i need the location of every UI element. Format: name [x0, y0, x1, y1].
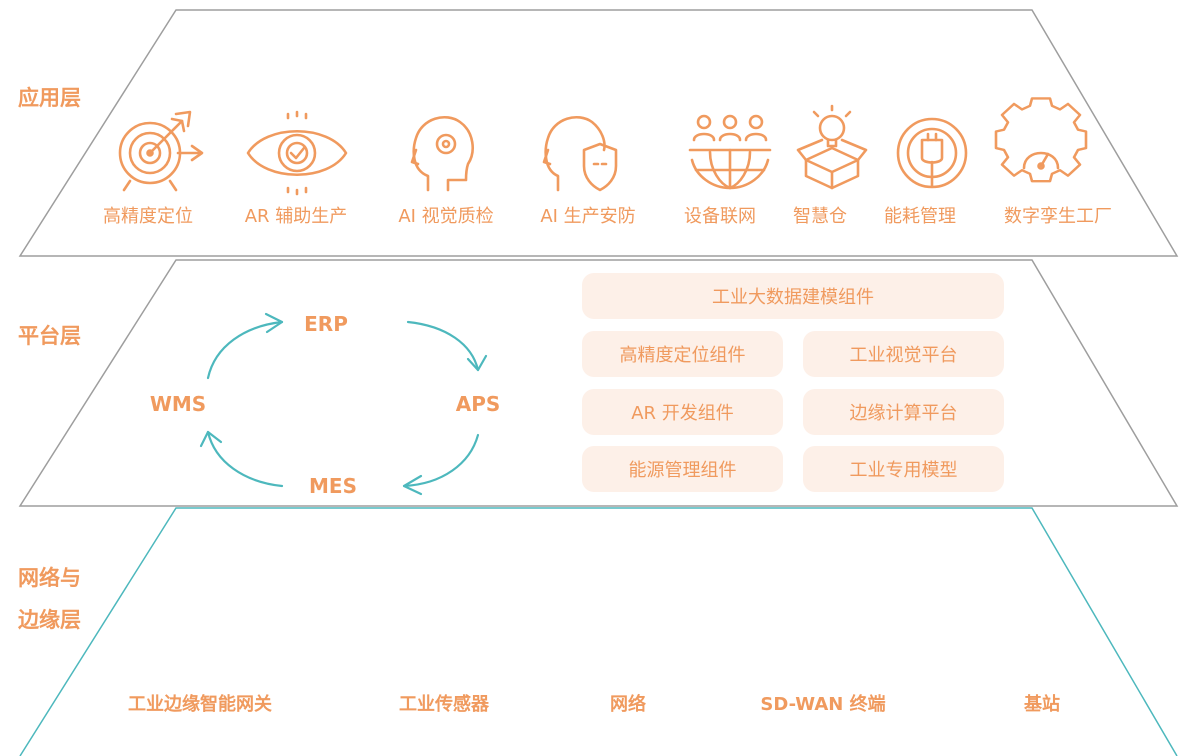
app-item-label: 能耗管理	[884, 206, 956, 227]
component-pill-wide: 工业大数据建模组件	[582, 273, 1004, 319]
component-pill: AR 开发组件	[582, 389, 783, 435]
component-pill: 工业专用模型	[803, 446, 1004, 492]
app-item-label: 设备联网	[684, 206, 756, 227]
network-item: 网络	[610, 694, 646, 715]
application-layer-label: 应用层	[18, 86, 81, 110]
network-layer-label-line1: 网络与	[18, 566, 81, 590]
application-layer-shape	[18, 9, 1179, 257]
app-item-label: 智慧仓	[793, 206, 847, 227]
box-idea-icon	[796, 104, 868, 190]
network-item: 基站	[1024, 694, 1060, 715]
gear-gauge-icon	[994, 97, 1088, 183]
eye-icon	[246, 110, 348, 196]
app-item-label: AR 辅助生产	[244, 206, 348, 227]
network-layer-label-line2: 边缘层	[18, 608, 81, 632]
app-item-label: AI 生产安防	[540, 206, 636, 227]
arrow-mes-to-wms	[199, 430, 284, 488]
component-pill: 高精度定位组件	[582, 331, 783, 377]
network-layer-shape	[19, 507, 1178, 756]
network-item: 工业边缘智能网关	[128, 694, 272, 715]
platform-layer-shape	[18, 259, 1179, 507]
network-item: SD-WAN 终端	[760, 694, 886, 715]
arrow-aps-to-mes	[402, 433, 480, 496]
cycle-node-aps: APS	[455, 392, 501, 416]
shield-head-icon	[542, 116, 618, 192]
arrow-wms-to-erp	[206, 312, 284, 380]
app-item-label: 数字孪生工厂	[1004, 206, 1112, 227]
component-pill: 工业视觉平台	[803, 331, 1004, 377]
cycle-node-wms: WMS	[149, 392, 207, 416]
app-item-label: AI 视觉质检	[398, 206, 494, 227]
cycle-node-erp: ERP	[304, 312, 348, 336]
component-pill: 能源管理组件	[582, 446, 783, 492]
network-item: 工业传感器	[399, 694, 489, 715]
platform-layer-label: 平台层	[18, 324, 81, 348]
target-arrow-icon	[118, 110, 204, 192]
people-network-icon	[688, 114, 772, 190]
ai-head-icon	[410, 116, 474, 192]
component-pill: 边缘计算平台	[803, 389, 1004, 435]
arrow-erp-to-aps	[406, 320, 488, 372]
energy-plug-icon	[896, 117, 968, 189]
cycle-node-mes: MES	[309, 474, 357, 498]
app-item-label: 高精度定位	[103, 206, 193, 227]
